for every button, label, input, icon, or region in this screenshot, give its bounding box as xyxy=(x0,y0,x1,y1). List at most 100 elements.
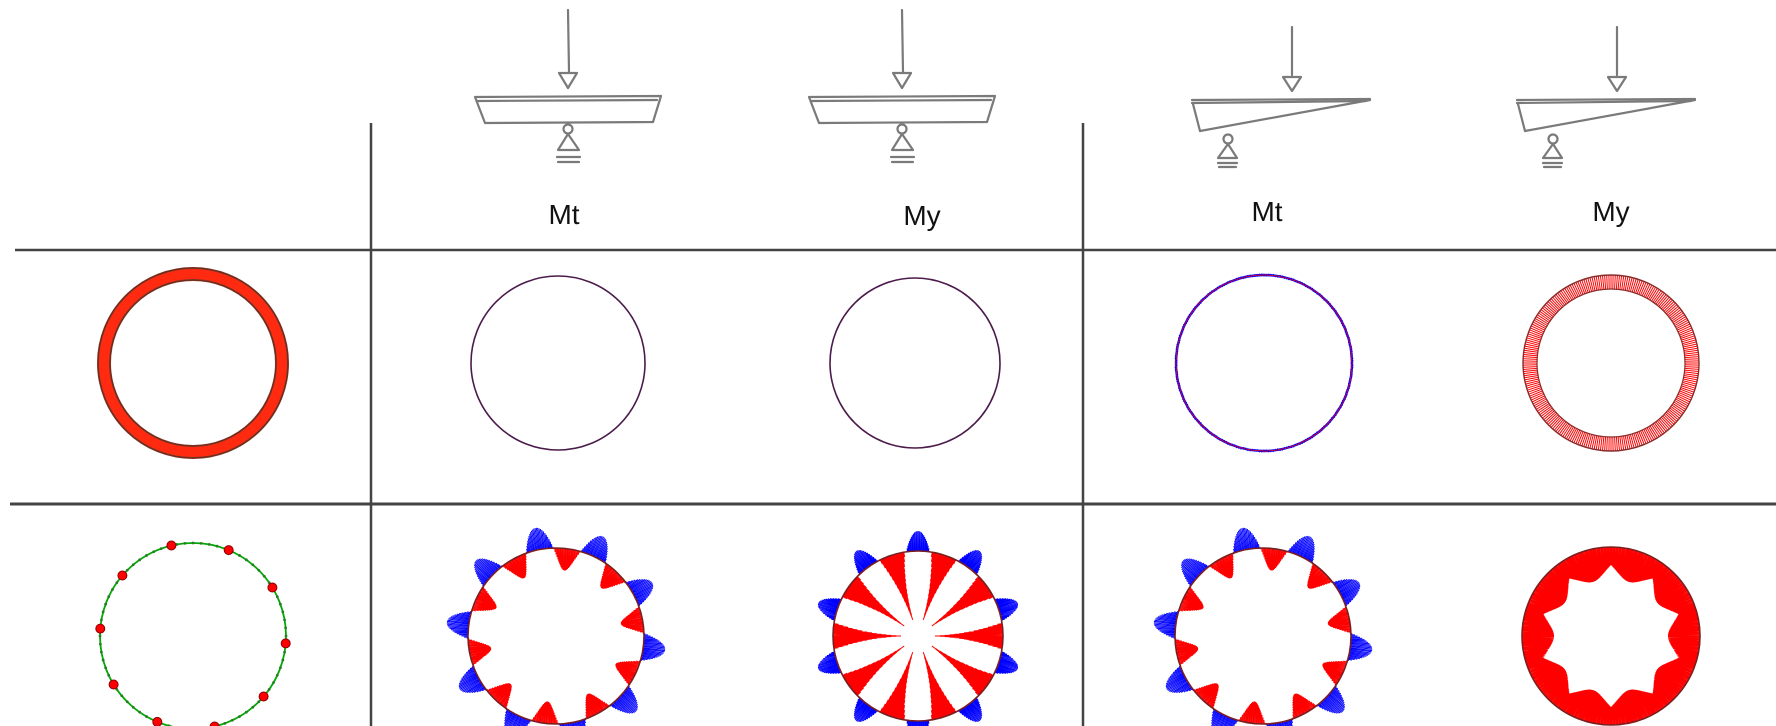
beam-sketch-1 xyxy=(473,8,663,164)
ring-node xyxy=(107,673,111,677)
ring-node xyxy=(215,544,219,548)
ring-node xyxy=(244,558,248,562)
ring-plot-row1-my-tapered xyxy=(1522,274,1700,452)
ring-node xyxy=(104,666,108,670)
ring-outline xyxy=(832,550,1004,722)
ring-outline xyxy=(467,547,645,725)
thin-ring xyxy=(829,277,1001,449)
ring-node xyxy=(159,547,163,551)
reference-ring-stiffened xyxy=(95,540,291,726)
ring-plot-row1-my-symmetric xyxy=(829,277,1001,449)
ring-outer xyxy=(1522,274,1700,452)
support-tapered-sketch xyxy=(1190,25,1372,169)
ring-outline xyxy=(1174,547,1352,725)
ring-node xyxy=(100,618,103,622)
ring-edge-hatch xyxy=(1174,273,1354,453)
ring-node xyxy=(267,687,271,691)
moment-diagram-positive xyxy=(1175,547,1351,725)
ring-node xyxy=(230,718,234,722)
ring-node xyxy=(98,642,102,646)
ring-node xyxy=(278,666,282,670)
column-label-2: My xyxy=(903,200,940,231)
ring-outer-edge xyxy=(97,267,289,459)
ring-node xyxy=(262,574,266,578)
stiffener-point xyxy=(117,570,128,581)
ring-node xyxy=(131,563,135,567)
ring-node xyxy=(238,715,241,718)
ring-node xyxy=(272,681,275,684)
ring-node xyxy=(257,568,261,572)
support-tapered-sketch xyxy=(1515,25,1697,169)
support-symmetric-sketch xyxy=(807,8,997,164)
beam-sketch-4 xyxy=(1515,25,1697,169)
stiffener-point xyxy=(280,638,291,649)
stiffener-point xyxy=(267,582,278,593)
table-grid xyxy=(10,123,1776,726)
ring-node xyxy=(223,721,227,725)
ring-outline xyxy=(1521,546,1701,726)
column-label-3: Mt xyxy=(1251,196,1282,227)
ring-node xyxy=(199,541,203,545)
ring-node xyxy=(115,581,119,585)
stiffener-point xyxy=(223,545,234,556)
ring-node xyxy=(101,658,105,662)
ring-node xyxy=(238,554,241,557)
ring-node xyxy=(145,715,148,718)
column-label-4: My xyxy=(1592,196,1629,227)
moment-diagram-positive xyxy=(832,552,1004,720)
ring-plot-row2-mt-tapered xyxy=(1153,527,1373,726)
ring-node xyxy=(284,634,288,638)
stiffener-point xyxy=(258,691,269,702)
ring-plot-row1-mt-tapered xyxy=(1174,273,1354,453)
stiffener-point xyxy=(108,679,119,690)
ring-node xyxy=(104,602,108,606)
ring-node xyxy=(275,673,279,677)
support-symmetric-sketch xyxy=(473,8,663,164)
ring-node xyxy=(98,634,102,638)
stiffener-point xyxy=(95,623,106,634)
stiffener-point xyxy=(152,716,163,726)
ring-node xyxy=(107,595,111,599)
ring-node xyxy=(100,650,103,654)
ring-node xyxy=(138,558,142,562)
ring-node xyxy=(283,650,286,654)
ring-node xyxy=(191,541,195,545)
ring-node xyxy=(281,658,285,662)
moment-diagram-positive xyxy=(1521,546,1701,726)
ring-plot-row2-mt-symmetric xyxy=(446,527,666,726)
beam-sketch-2 xyxy=(807,8,997,164)
ring-plot-row2-my-symmetric xyxy=(817,531,1019,726)
ring-node xyxy=(257,700,261,704)
ring-node xyxy=(278,602,282,606)
ring-node xyxy=(125,700,129,704)
ring-node xyxy=(131,705,135,709)
ring-node xyxy=(244,710,248,714)
ring-band-fill xyxy=(99,269,287,457)
ring-node xyxy=(111,588,114,591)
ring-plot-row2-my-tapered xyxy=(1521,546,1701,726)
ring-node xyxy=(283,618,286,622)
ring-node xyxy=(101,610,105,614)
ring-node xyxy=(138,710,142,714)
ring-node xyxy=(251,705,255,709)
ring-plot-row1-mt-symmetric xyxy=(470,275,646,451)
ring-node xyxy=(152,550,156,554)
ring-node xyxy=(145,554,148,557)
ring-node xyxy=(275,595,279,599)
thin-ring xyxy=(470,275,646,451)
ring-inner-edge xyxy=(109,279,277,447)
ring-hatch-band xyxy=(1522,274,1700,452)
ring-node xyxy=(284,626,288,630)
reference-ring-thick xyxy=(97,267,289,459)
ring-node xyxy=(120,694,124,698)
ring-node xyxy=(125,568,129,572)
moment-diagram-positive xyxy=(468,547,644,725)
ring-node xyxy=(207,543,211,546)
ring-node xyxy=(281,610,285,614)
ring-node xyxy=(183,541,187,545)
stiffener-point xyxy=(209,721,220,726)
stiffener-point xyxy=(166,540,177,551)
beam-sketch-3 xyxy=(1190,25,1372,169)
ring-node xyxy=(251,563,255,567)
